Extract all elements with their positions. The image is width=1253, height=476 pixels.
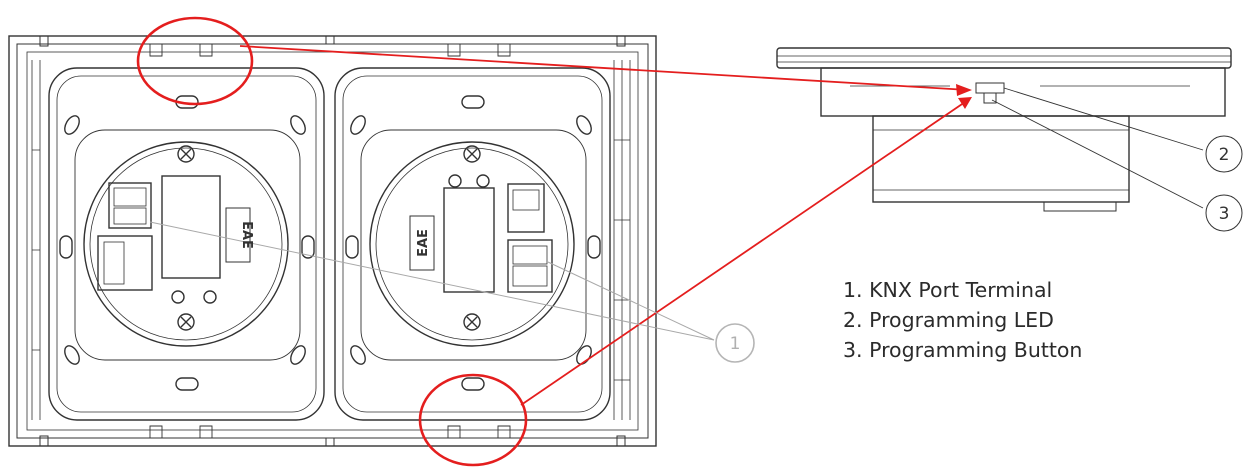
side-view-device [776, 47, 1232, 212]
callout-1: 1 [715, 323, 755, 363]
callout-3-label: 3 [1219, 204, 1230, 224]
top-clip-highlight [136, 16, 254, 106]
legend-item-programming-led: 2. Programming LED [843, 308, 1054, 332]
left-chip-label: EAE [239, 221, 254, 249]
callout-2-label: 2 [1219, 145, 1230, 165]
arrowhead-button [958, 97, 972, 109]
arrow-to-button [520, 99, 969, 406]
right-chip-label: EAE [416, 229, 431, 257]
arrowhead-led [956, 84, 972, 96]
highlight-annotations [136, 16, 969, 467]
bottom-clip-highlight [418, 373, 528, 467]
callout-2: 2 [1205, 135, 1243, 173]
arrow-to-led [239, 45, 969, 91]
front-view-frame [8, 35, 657, 447]
legend-item-programming-button: 3. Programming Button [843, 338, 1083, 362]
leader-lines [991, 87, 1204, 209]
callout-1-label: 1 [730, 334, 741, 354]
legend-item-knx-port: 1. KNX Port Terminal [843, 278, 1053, 302]
callout-3: 3 [1205, 194, 1243, 232]
legend: 1. KNX Port Terminal 2. Programming LED … [843, 275, 1082, 365]
leader-lines-terminal [149, 221, 715, 341]
